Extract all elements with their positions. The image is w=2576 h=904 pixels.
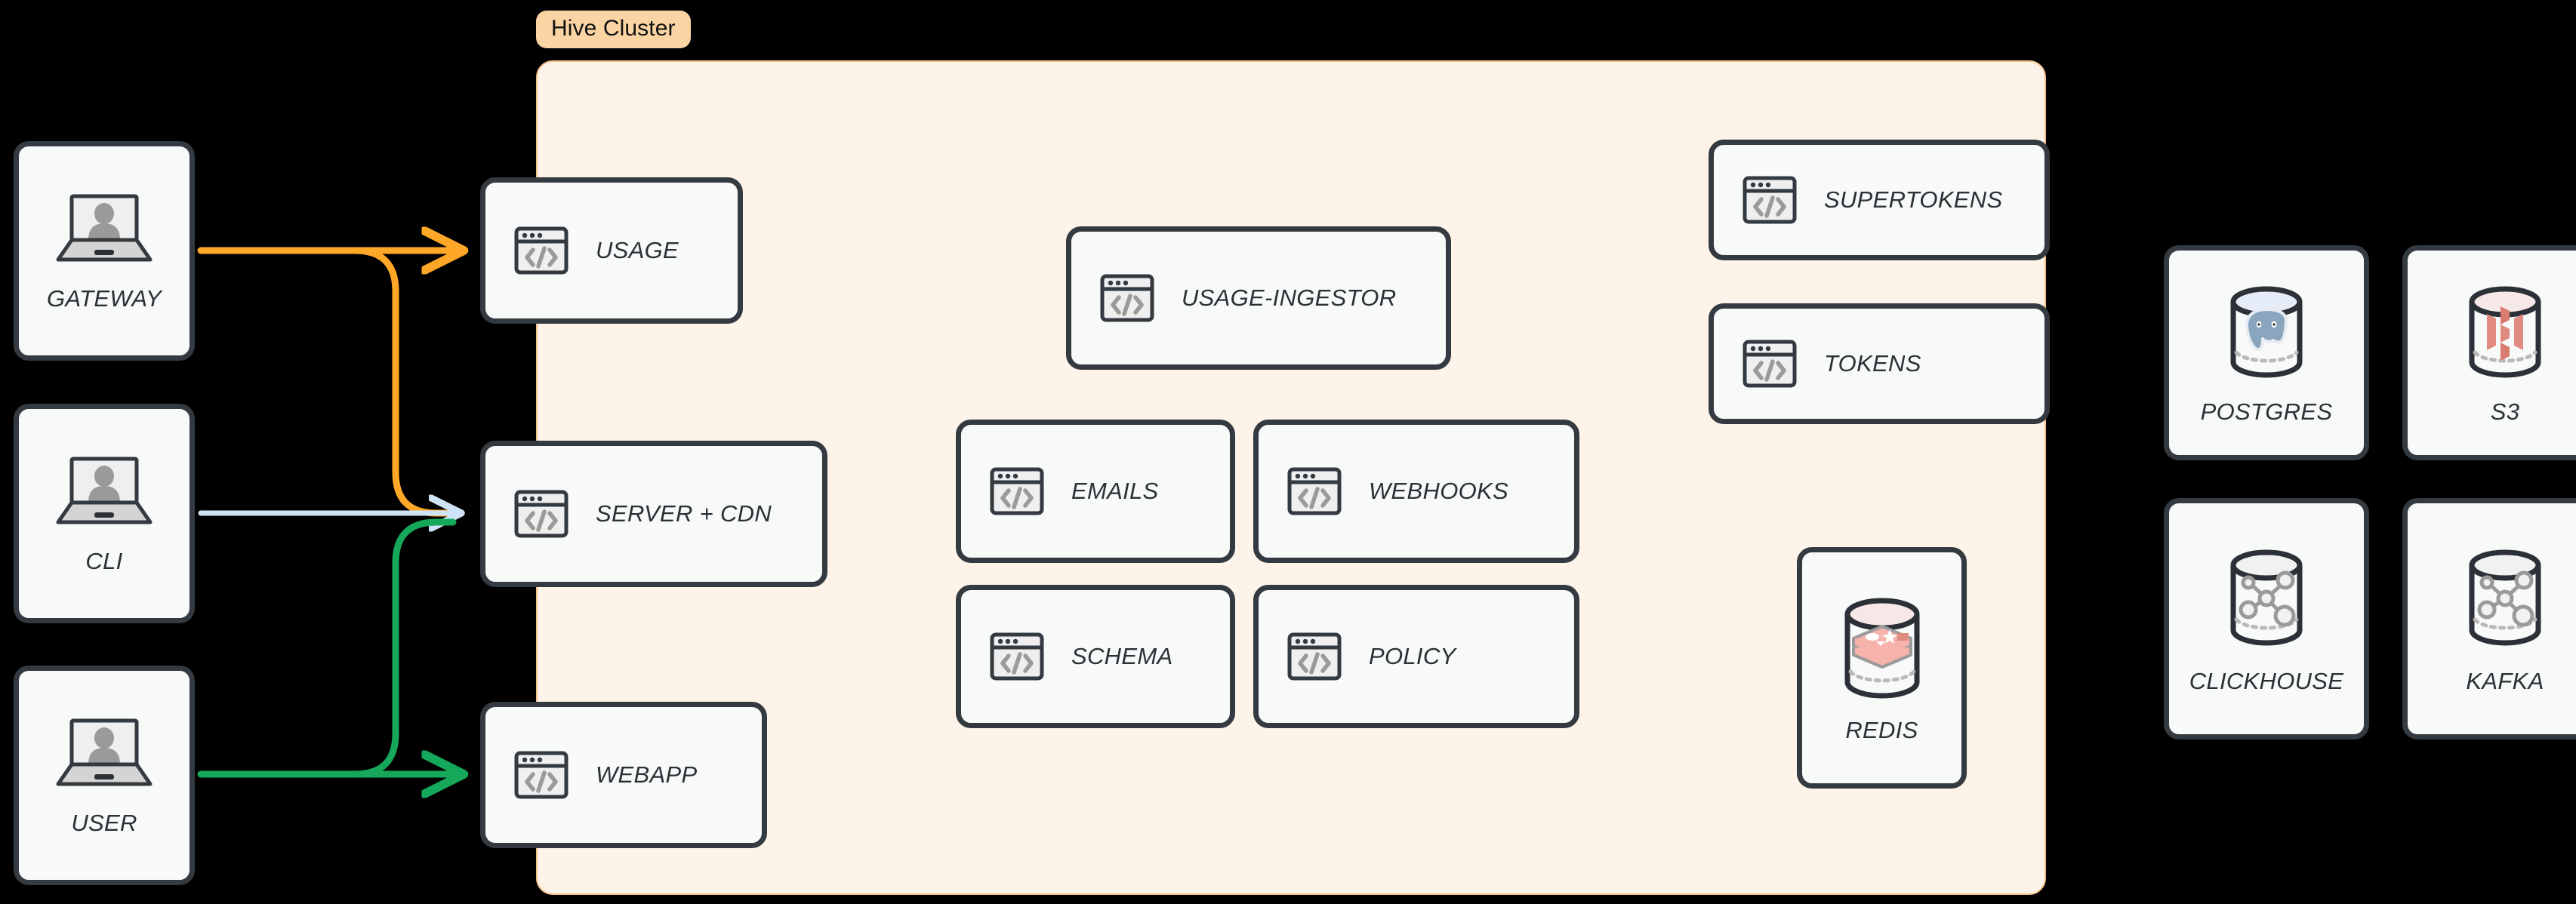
code-window-icon: [988, 628, 1046, 685]
code-window-icon: [1741, 335, 1798, 392]
network-database-icon: [2454, 543, 2556, 656]
service-label: SERVER + CDN: [596, 500, 772, 527]
hive-cluster-tag: Hive Cluster: [536, 11, 691, 48]
wire-gateway-to-server-cdn: [351, 247, 457, 517]
service-label: SUPERTOKENS: [1824, 186, 2003, 213]
code-window-icon: [513, 222, 570, 279]
service-label: TOKENS: [1824, 350, 1921, 377]
datastore-label: POSTGRES: [2200, 398, 2333, 425]
laptop-user-icon: [55, 190, 153, 266]
service-label: USAGE-INGESTOR: [1182, 284, 1397, 311]
service-label: POLICY: [1369, 643, 1456, 669]
actor-cli[interactable]: CLI: [14, 404, 195, 623]
service-webapp[interactable]: WEBAPP: [480, 702, 767, 848]
laptop-user-icon: [55, 453, 153, 528]
network-database-icon: [2215, 543, 2318, 656]
service-usage[interactable]: USAGE: [480, 177, 743, 324]
datastore-clickhouse[interactable]: CLICKHOUSE: [2164, 498, 2369, 739]
service-label: EMAILS: [1071, 478, 1159, 504]
actor-label: USER: [71, 809, 137, 836]
actor-label: GATEWAY: [47, 284, 162, 312]
service-tokens[interactable]: TOKENS: [1709, 303, 2050, 424]
code-window-icon: [988, 463, 1046, 520]
service-label: WEBHOOKS: [1369, 478, 1508, 504]
code-window-icon: [513, 746, 570, 804]
code-window-icon: [1286, 463, 1343, 520]
code-window-icon: [513, 485, 570, 543]
actor-label: CLI: [85, 547, 123, 574]
service-supertokens[interactable]: SUPERTOKENS: [1709, 140, 2050, 260]
datastore-label: CLICKHOUSE: [2189, 668, 2344, 694]
datastore-redis[interactable]: REDIS: [1797, 547, 1967, 789]
datastore-s3[interactable]: S3: [2402, 245, 2576, 460]
s3-database-icon: [2454, 281, 2556, 386]
datastore-kafka[interactable]: KAFKA: [2402, 498, 2576, 739]
service-emails[interactable]: EMAILS: [956, 420, 1235, 563]
actor-user[interactable]: USER: [14, 666, 195, 885]
service-usage-ingestor[interactable]: USAGE-INGESTOR: [1066, 226, 1451, 370]
service-policy[interactable]: POLICY: [1253, 585, 1579, 728]
service-label: USAGE: [596, 237, 679, 263]
datastore-label: KAFKA: [2466, 668, 2544, 694]
code-window-icon: [1741, 171, 1798, 229]
datastore-label: REDIS: [1845, 717, 1918, 743]
redis-database-icon: [1831, 592, 1934, 705]
actor-gateway[interactable]: GATEWAY: [14, 141, 195, 361]
service-webhooks[interactable]: WEBHOOKS: [1253, 420, 1579, 563]
wire-user-to-server-cdn: [351, 518, 457, 778]
service-label: SCHEMA: [1071, 643, 1173, 669]
service-label: WEBAPP: [596, 761, 698, 788]
service-schema[interactable]: SCHEMA: [956, 585, 1235, 728]
datastore-label: S3: [2490, 398, 2520, 425]
laptop-user-icon: [55, 715, 153, 790]
datastore-postgres[interactable]: POSTGRES: [2164, 245, 2369, 460]
code-window-icon: [1098, 269, 1156, 327]
service-server-cdn[interactable]: SERVER + CDN: [480, 441, 827, 587]
postgres-database-icon: [2215, 281, 2318, 386]
code-window-icon: [1286, 628, 1343, 685]
